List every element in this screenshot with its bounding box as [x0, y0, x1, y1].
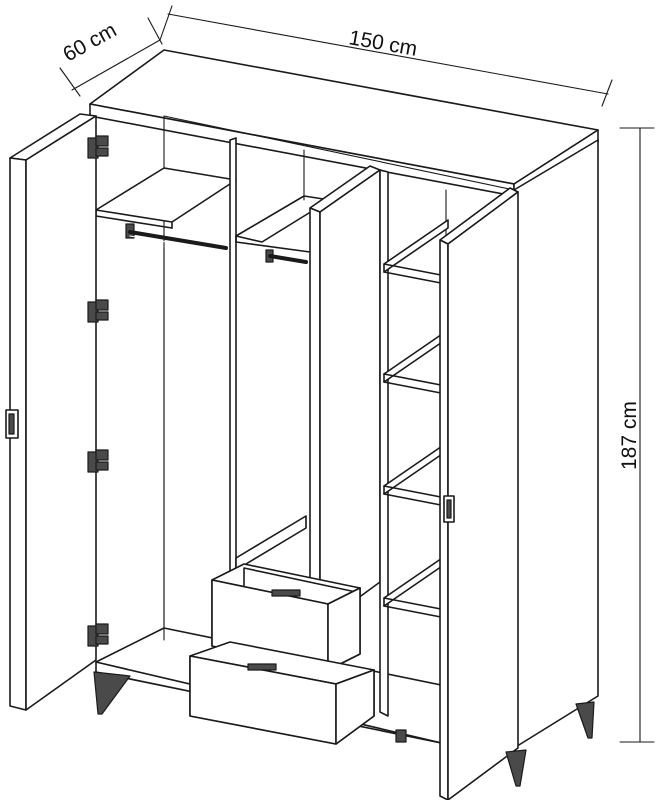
hanging-rail-middle [265, 249, 308, 264]
drawer-lower-handle [247, 663, 277, 671]
leg-front-left [93, 671, 131, 715]
left-door [5, 113, 97, 711]
shelf-1 [383, 219, 449, 285]
hanging-rail-left [125, 223, 228, 253]
leg-front-right [575, 701, 595, 739]
leg-front-center [505, 749, 527, 787]
middle-door [309, 165, 381, 627]
hinges [87, 135, 109, 647]
drawer-lower [189, 641, 375, 745]
hinge-3 [87, 449, 109, 473]
shelf-2 [383, 329, 449, 395]
dimension-height: 187 cm [618, 127, 655, 743]
legs [93, 671, 595, 787]
left-partition [229, 137, 237, 575]
width-label: 150 cm [347, 26, 419, 61]
hinge-4 [87, 623, 109, 647]
hinge-1 [87, 135, 109, 159]
leg-back [395, 729, 407, 743]
right-compartment [379, 169, 449, 717]
height-label: 187 cm [618, 401, 641, 470]
shelf-3 [383, 441, 449, 507]
depth-label: 60 cm [59, 19, 120, 67]
drawer-upper-handle [271, 589, 301, 597]
shelf-4 [383, 553, 449, 619]
left-compartment [95, 167, 237, 641]
right-door [439, 187, 519, 800]
hinge-2 [87, 299, 109, 323]
